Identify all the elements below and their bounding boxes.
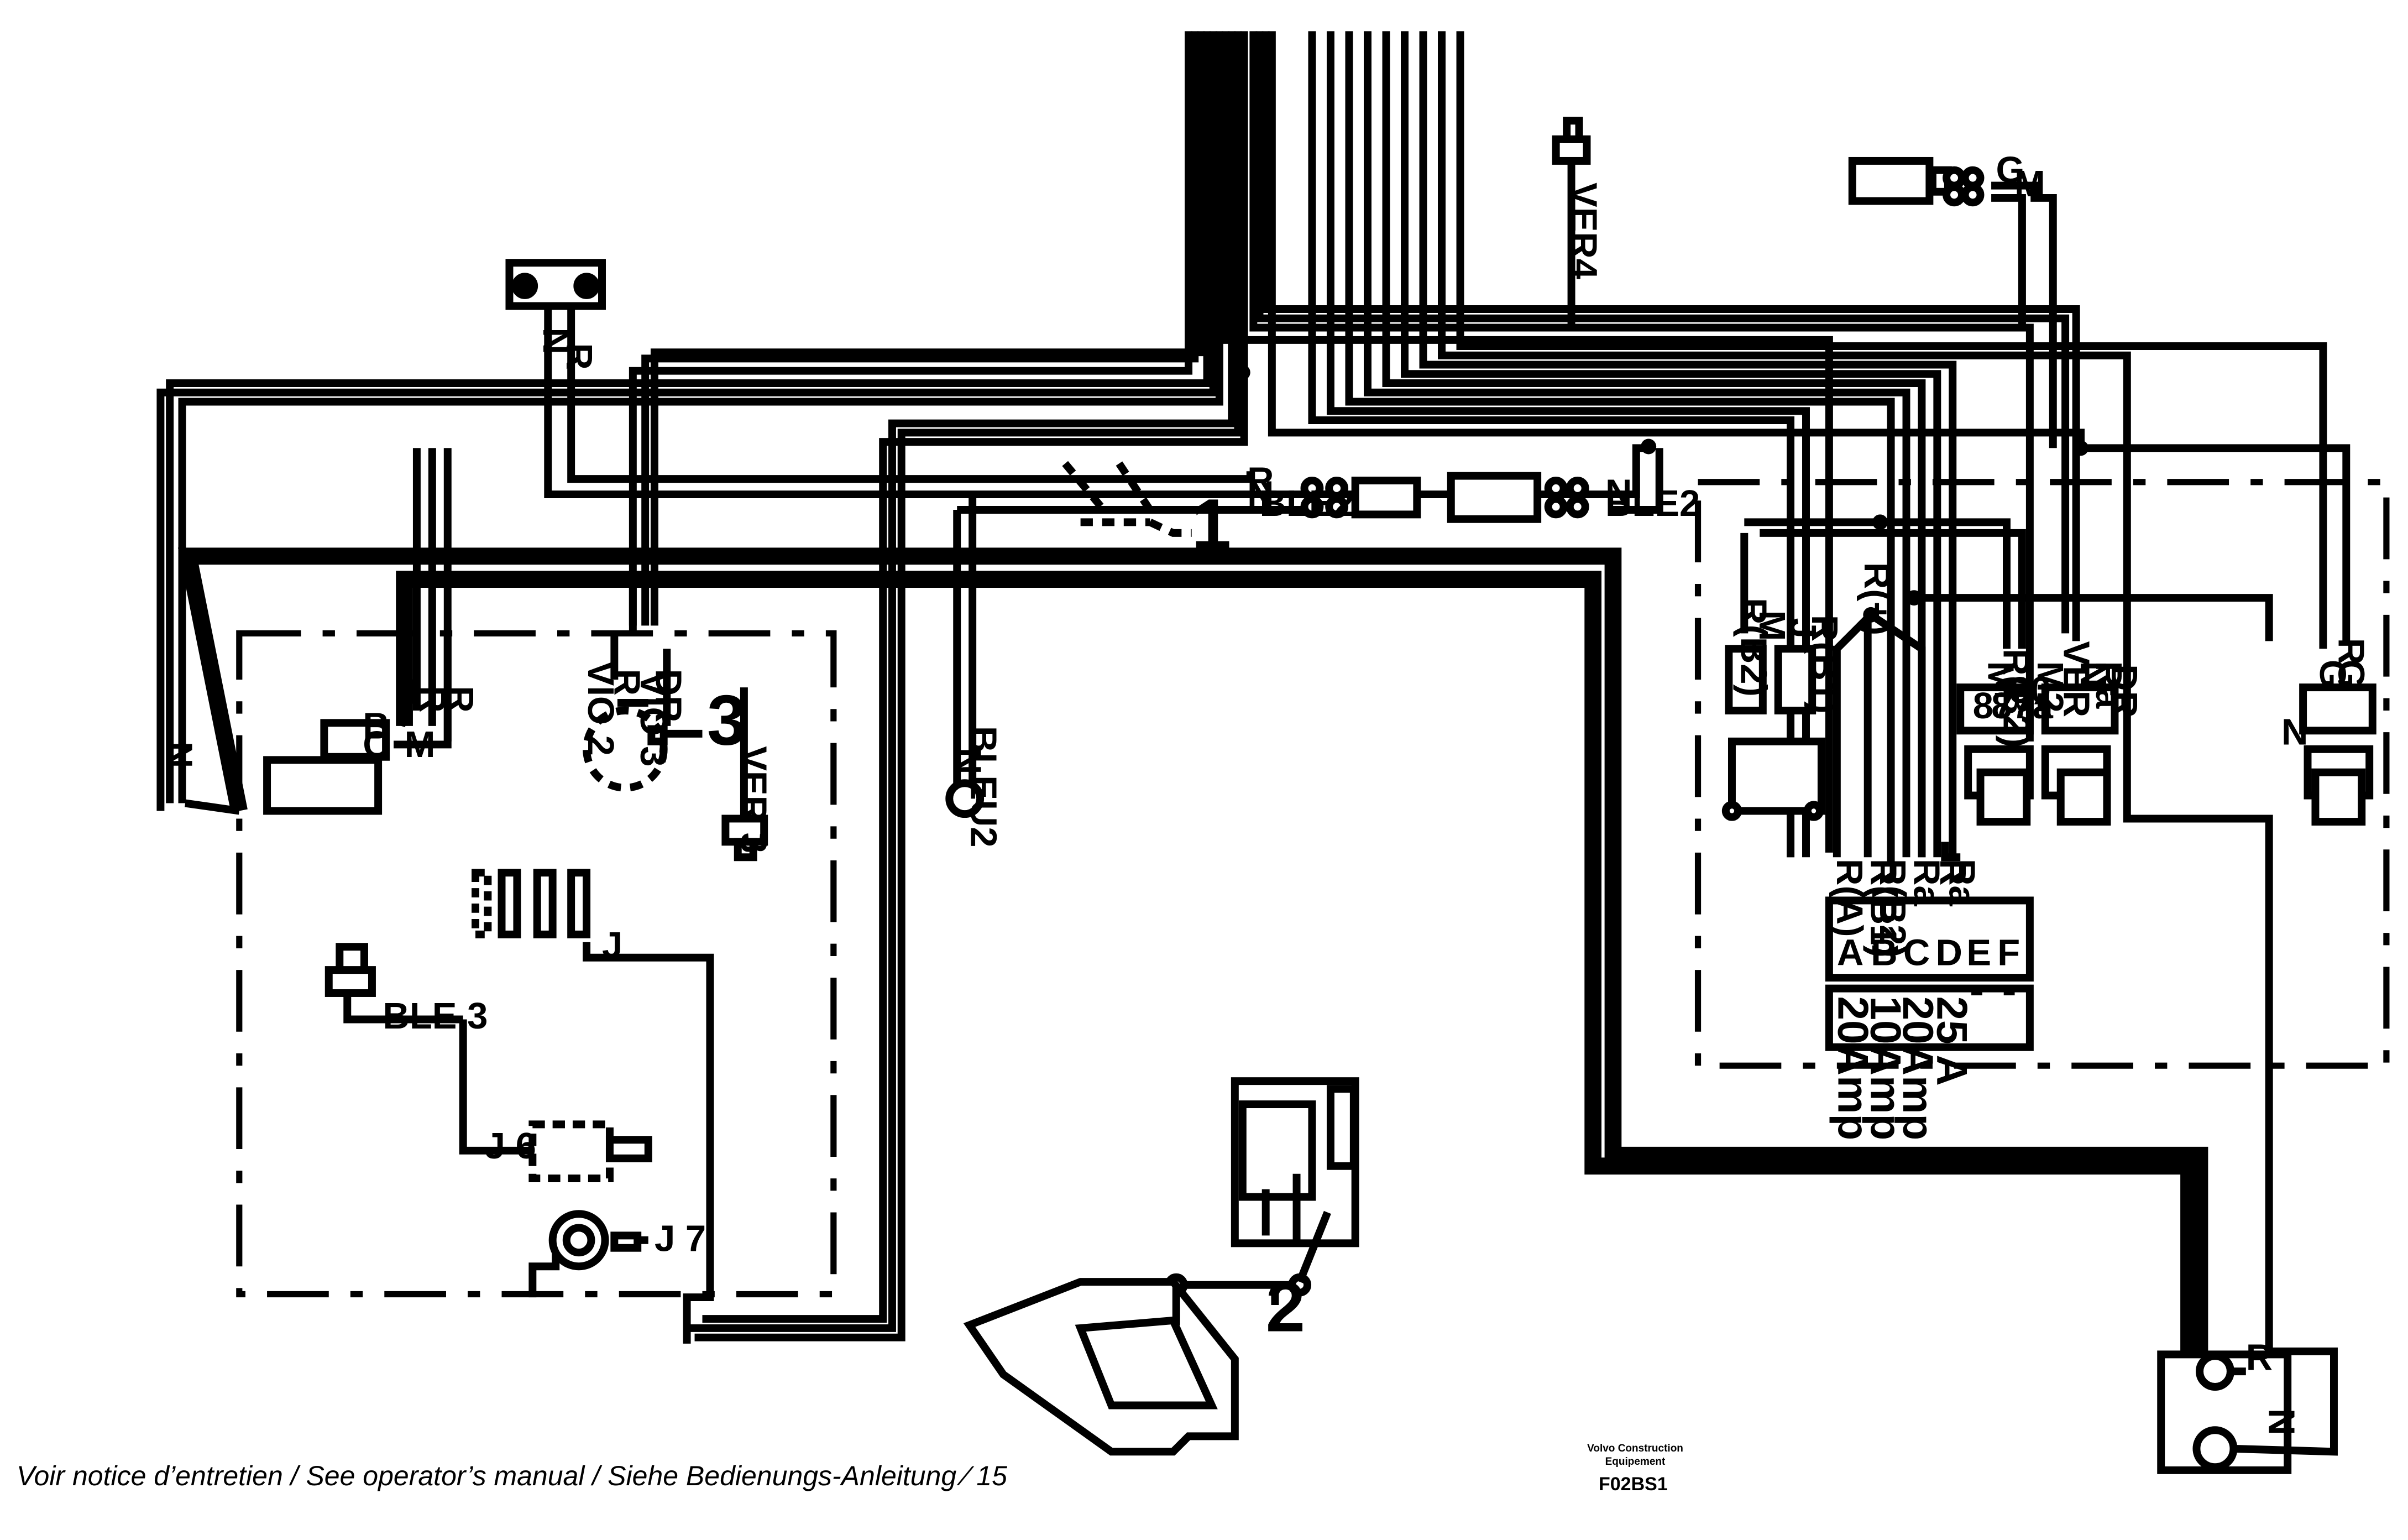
fuse-rating-c: 20Amp [1894,996,1943,1141]
label-b: B [363,705,389,746]
label-m2b: M2 [2029,661,2071,713]
solenoid-j6 [528,1120,652,1183]
ble3-sensor [324,943,376,997]
label-rel1-m: M [1980,661,2021,692]
label-rel2-ver: VER [2055,641,2097,717]
label-vio2: VIO 2 [580,661,621,756]
label-rel2-ra: Ra [2088,661,2129,709]
fuse-rating-b: 10Amp [1861,996,1910,1141]
fuse-rating-d: 25 A [1928,996,1976,1086]
connector-2 [1447,472,1589,523]
label-bleu2: BLEU2 [962,726,1004,848]
label-conn2-ble2: BLE2 [1605,483,1700,524]
label-ra2: Ra [1941,859,1983,906]
labels: VER4 N R G M R N BLE2 N BLE2 R(+) BLEU2 … [159,149,2372,1435]
fuse-rating-a: 20Amp [1829,996,1878,1141]
ver3-sensor [721,815,768,862]
label-r-b2-fuse: R(B2) [1872,859,1913,958]
brand-block: Volvo Construction Equipement [1563,1442,1707,1469]
label-conn2-n: N [1605,472,1632,514]
footer-note: Voir notice d’entretien / See operator’s… [17,1460,1007,1491]
label-rel2-n: N [2072,661,2114,688]
label-rel1-rb2: R(B2) [1995,649,2037,748]
glow-plugs [472,869,591,938]
label-m3: M [1751,610,1793,641]
label-rel3-n: N [2281,711,2308,753]
relay-terminal-87a: 87a [1991,685,2054,727]
label-m2: M [405,724,436,765]
label-n-left: N [159,742,200,768]
callout-2: 2 [1266,1268,1305,1347]
frame-illustration [963,1278,1239,1456]
label-ble3: BLE 3 [383,995,488,1037]
label-batt-r: R [2246,1337,2273,1378]
relay-terminal-30: 30 [2010,670,2051,711]
sensor-j7 [548,1210,642,1271]
relay-terminal-87: 87 [1973,685,2014,727]
engine-illustration [1164,1077,1359,1297]
starter-motor [263,719,390,815]
label-j6: J 6 [485,1125,536,1167]
relay-box-enclosure [1694,479,2390,1069]
callout-3: 3 [707,681,746,760]
fuse-rating-f: - [2002,965,2017,1014]
label-vio3: VIO 3 [632,672,674,766]
brand-line-1: Volvo Construction [1587,1443,1683,1454]
callout-1: 1 [1192,485,1231,564]
label-c: C [363,724,389,765]
label-r-c: R [439,686,481,712]
battery-cable [177,547,2208,1367]
connector-1 [1300,476,1421,519]
ver4-sensor [1552,117,1591,165]
label-lamp-r: R [558,343,600,369]
label-rel3-r: R [2330,638,2372,665]
fuse-letter-b: B [1871,932,1897,974]
label-ra: Ra [1906,859,1947,906]
label-dr: DR [648,669,689,723]
drawing-reference: F02BS1 [1599,1474,1668,1495]
fuse-letter-c: C [1903,932,1930,974]
label-rel3-g2: G [2330,660,2372,688]
fuse-letter-a: A [1837,932,1863,974]
label-r-b1-fuse: R(B1) [1862,859,1904,958]
label-r: R [606,669,647,696]
fuse-rating-e: - [1970,965,1984,1014]
fuse-letter-e: E [1966,932,1991,974]
label-r-b1: R(B1) [1804,615,1845,714]
top-right-connector [1848,156,1985,207]
battery-disconnect [2157,1347,2338,1474]
relay-box-components [1721,645,2376,1051]
label-r2: R [1932,859,1973,885]
alternator [583,707,668,792]
label-ver4: VER4 [1563,182,1605,279]
label-conn1-n: N [1247,473,1274,515]
lamp-panel [505,259,606,310]
label-bleu2-n: N [947,748,988,774]
label-g: G [1996,149,2024,191]
label-conn1-r: R [1247,460,1274,501]
label-ver3: VER 3 [732,746,774,853]
brand-line-2: Equipement [1605,1456,1666,1468]
label-j2: J [1782,618,1824,638]
label-j7: J 7 [655,1218,706,1259]
label-r-b: R [412,686,453,712]
junction-dots [1234,364,2088,623]
label-conn1-ble2: BLE2 [1260,483,1354,524]
label-r-b2: R(B2) [1733,598,1774,697]
alternator-terminal [647,725,668,745]
label-lamp-n: N [535,328,577,354]
label-j: J [602,925,622,966]
bleu2-sensor [945,779,985,818]
label-r-a-fuse: R(A) [1829,859,1870,937]
label-r-plus: R(+) [1856,562,1898,635]
label-rel3-g: G [2312,660,2353,688]
label-m: M [2014,163,2045,205]
fuse-letter-f: F [1997,932,2020,974]
fuse-letter-d: D [1936,932,1962,974]
label-rel2-dr: DR [2103,664,2145,718]
label-batt-n: N [2261,1408,2302,1435]
engine-enclosure [236,630,837,1298]
